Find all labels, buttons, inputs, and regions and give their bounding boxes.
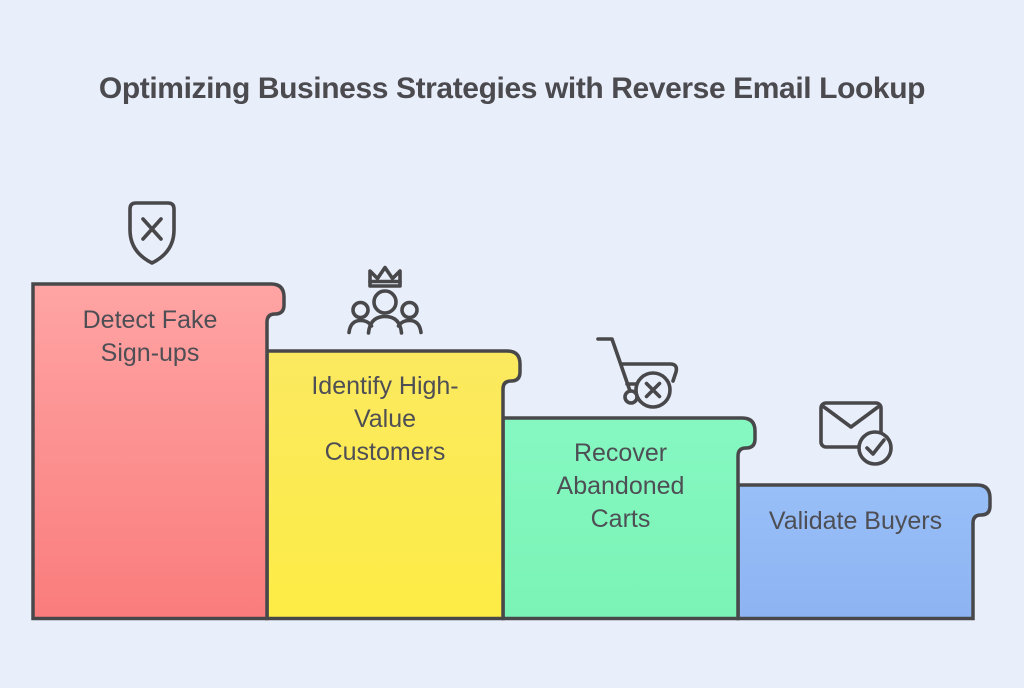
step-label-recover-abandoned-carts: Recover Abandoned Carts — [556, 439, 685, 533]
bar-recover-abandoned-carts — [501, 416, 757, 621]
email-verified-icon — [818, 400, 896, 475]
bar-validate-buyers — [736, 483, 992, 621]
step-label-detect-fake-signups: Detect Fake Sign-ups — [82, 306, 218, 367]
bar-detect-fake-signups — [31, 282, 286, 621]
bar-identify-high-value-customers — [265, 349, 522, 621]
page-title: Optimizing Business Strategies with Reve… — [98, 72, 926, 105]
step-label-validate-buyers: Validate Buyers — [768, 507, 943, 535]
shield-x-icon — [122, 196, 182, 275]
crown-users-icon — [345, 263, 425, 342]
cart-remove-icon — [592, 331, 684, 414]
step-label-identify-high-value-customers: Identify High- Value Customers — [311, 372, 459, 466]
